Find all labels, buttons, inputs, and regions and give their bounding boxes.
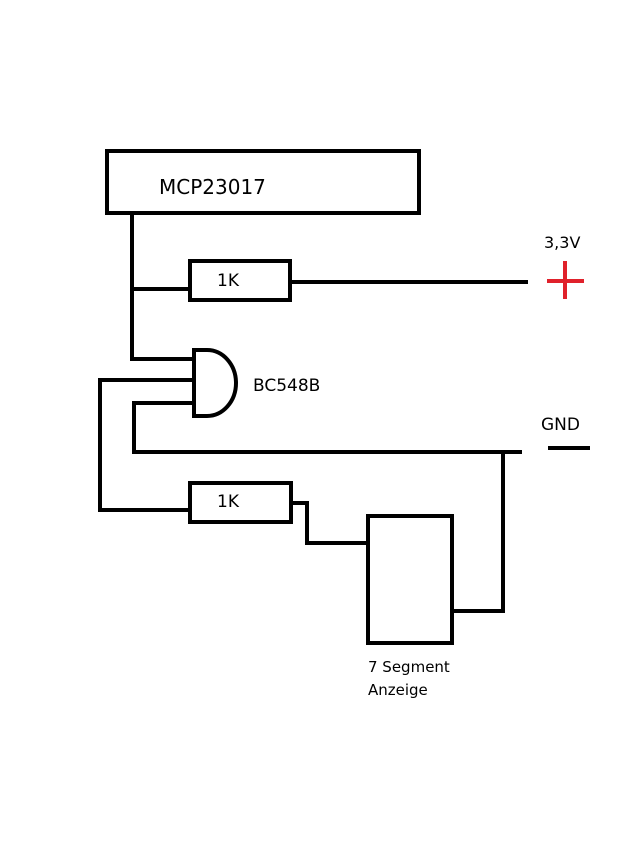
- resistor-bottom-label: 1K: [217, 492, 240, 512]
- display-label-line2: Anzeige: [368, 681, 428, 699]
- wire-resistor-to-display: [289, 501, 370, 545]
- supply-plus-icon: [547, 261, 584, 299]
- transistor-bc548b: [192, 348, 238, 418]
- wire-transistor-to-bottom-resistor: [98, 378, 196, 512]
- transistor-label: BC548B: [253, 376, 320, 396]
- wire-display-to-ground: [450, 450, 505, 613]
- display-label-line1: 7 Segment: [368, 658, 450, 676]
- resistor-top-label: 1K: [217, 271, 240, 291]
- mcp23017-chip: [105, 149, 421, 215]
- ground-label: GND: [541, 415, 580, 435]
- chip-label: MCP23017: [159, 175, 266, 199]
- seven-segment-display: [366, 514, 454, 645]
- supply-label: 3,3V: [544, 233, 580, 252]
- resistor-bottom: [188, 481, 293, 524]
- resistor-top: [188, 259, 292, 302]
- wire-chip-to-base: [130, 211, 196, 361]
- wire-transistor-to-ground: [132, 401, 522, 454]
